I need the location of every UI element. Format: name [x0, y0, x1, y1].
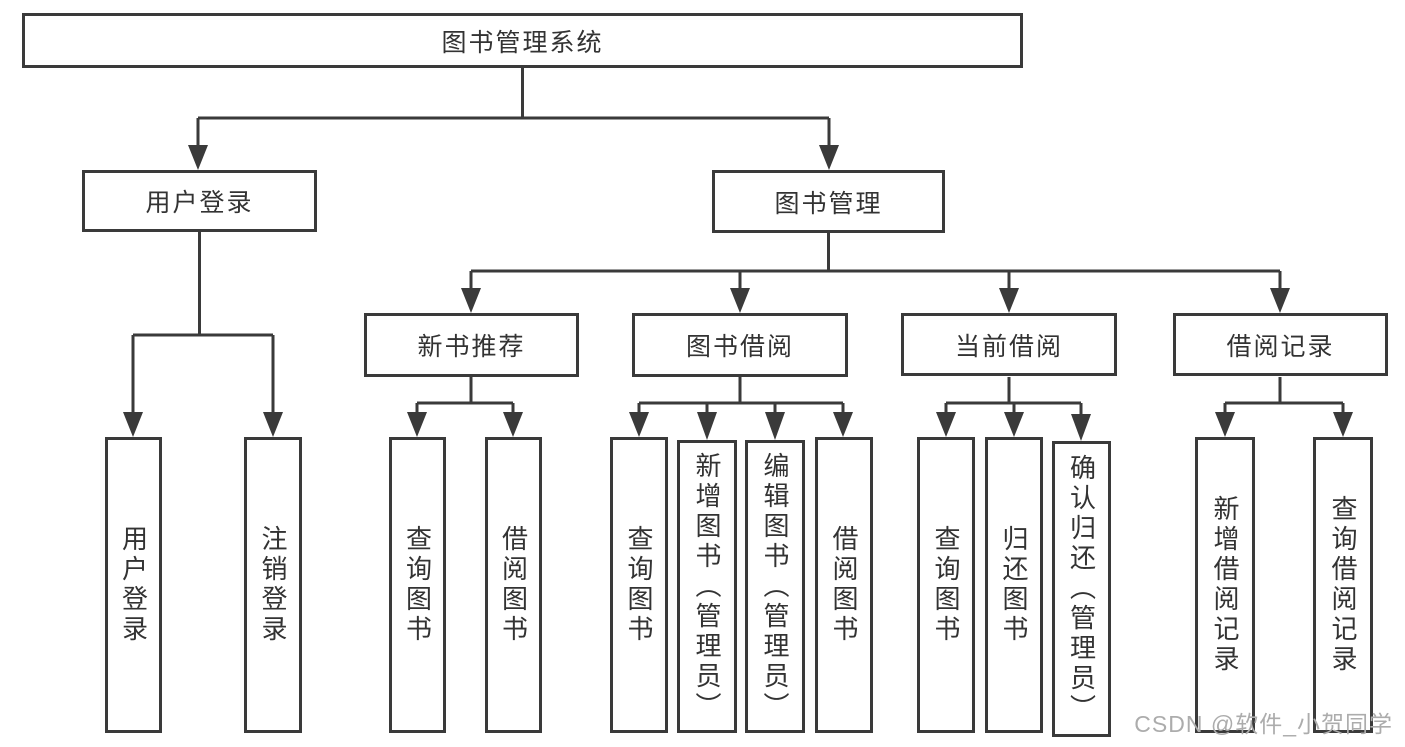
leaf-borrow-edit-admin: 编辑图书（管理员） — [745, 440, 805, 733]
connector-book-borrow-branch — [629, 377, 853, 440]
leaf-return-book: 归还图书 — [985, 437, 1043, 733]
leaf-newbooks-borrow: 借阅图书 — [485, 437, 542, 733]
leaf-borrow-add-admin: 新增图书（管理员） — [677, 440, 737, 733]
connector-current-borrow-branch — [936, 377, 1091, 441]
node-borrow-records: 借阅记录 — [1173, 313, 1388, 376]
csdn-watermark: CSDN @软件_小贺同学 — [1134, 711, 1393, 737]
node-user-login: 用户登录 — [82, 170, 317, 232]
node-book-borrow: 图书借阅 — [632, 313, 848, 377]
connector-new-books-branch — [407, 377, 523, 437]
leaf-current-query: 查询图书 — [917, 437, 975, 733]
connector-borrow-records-branch — [1215, 377, 1353, 437]
connector-root-to-level2 — [188, 68, 839, 170]
connector-book-mgmt-to-level3 — [461, 233, 1290, 313]
node-new-books: 新书推荐 — [364, 313, 579, 377]
leaf-logout: 注销登录 — [244, 437, 302, 733]
connector-user-login-branch — [123, 232, 283, 437]
leaf-borrow-query: 查询图书 — [610, 437, 668, 733]
leaf-confirm-return-admin: 确认归还（管理员） — [1052, 441, 1111, 737]
leaf-newbooks-query: 查询图书 — [389, 437, 446, 733]
leaf-user-login: 用户登录 — [105, 437, 162, 733]
node-root-system: 图书管理系统 — [22, 13, 1023, 68]
leaf-record-query: 查询借阅记录 — [1313, 437, 1373, 733]
leaf-record-add: 新增借阅记录 — [1195, 437, 1255, 733]
node-current-borrow: 当前借阅 — [901, 313, 1117, 376]
leaf-borrow-book: 借阅图书 — [815, 437, 873, 733]
node-book-management: 图书管理 — [712, 170, 945, 233]
